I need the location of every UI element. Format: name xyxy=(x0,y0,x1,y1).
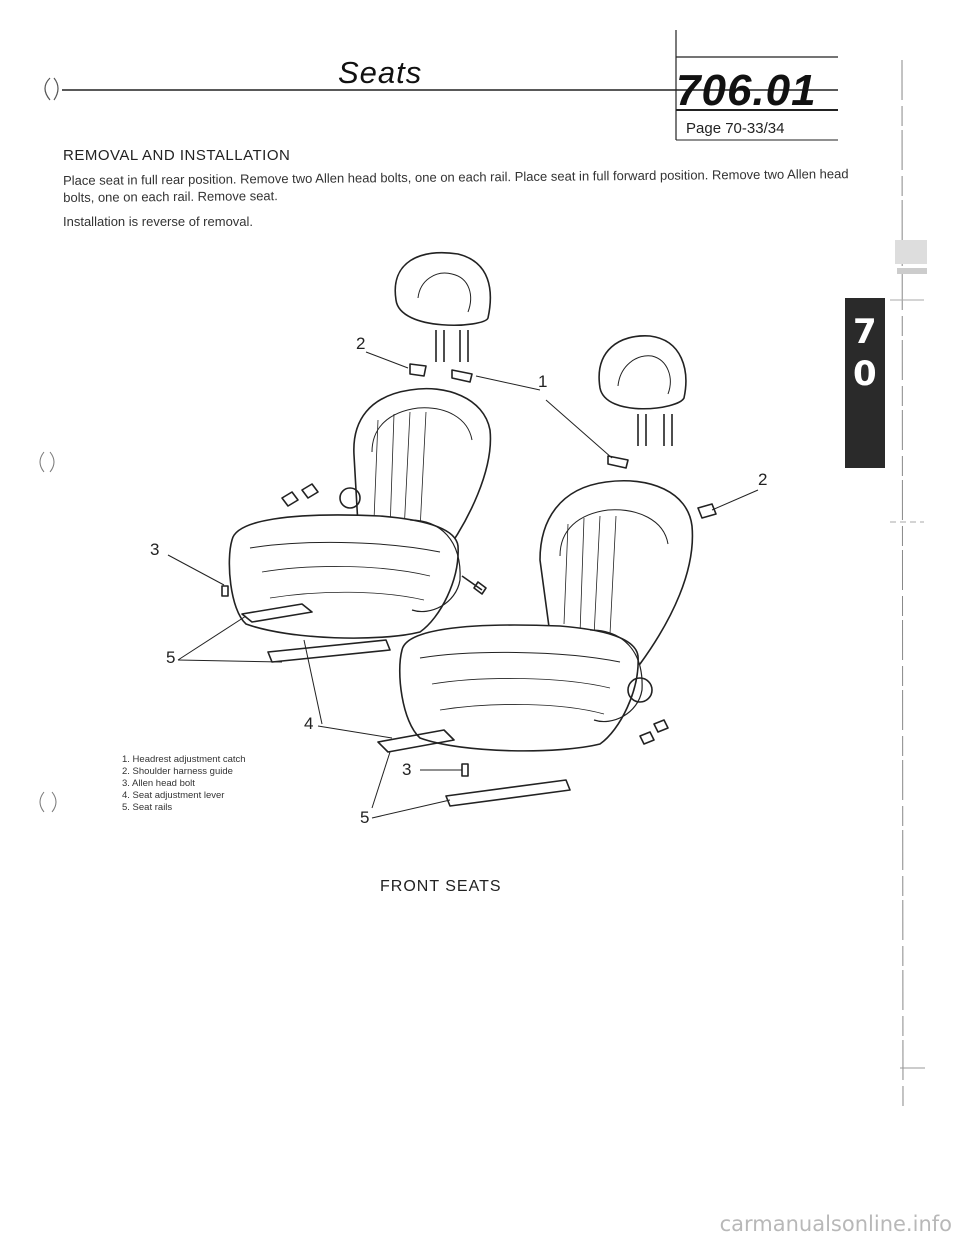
callout-2-top: 2 xyxy=(356,334,366,353)
callout-4: 4 xyxy=(304,714,314,733)
watermark: carmanualsonline.info xyxy=(719,1212,952,1236)
legend-item: 4. Seat adjustment lever xyxy=(122,790,225,801)
legend-item: 1. Headrest adjustment catch xyxy=(122,754,246,765)
callout-3-left: 3 xyxy=(150,540,160,559)
tab-digit-7: 7 xyxy=(853,312,877,352)
figure-legend: 1. Headrest adjustment catch 2. Shoulder… xyxy=(122,754,246,814)
figure-caption: FRONT SEATS xyxy=(380,878,502,895)
callout-3-bottom: 3 xyxy=(402,760,412,779)
legend-item: 3. Allen head bolt xyxy=(122,778,195,789)
procedure-paragraph: Place seat in full rear position. Remove… xyxy=(63,166,849,205)
callout-2-right: 2 xyxy=(758,470,768,489)
section-tab: 7 0 xyxy=(845,298,885,468)
callout-5-bottom: 5 xyxy=(360,808,370,827)
page-reference: Page 70-33/34 xyxy=(686,120,785,137)
tab-digit-0: 0 xyxy=(853,354,877,394)
legend-item: 2. Shoulder harness guide xyxy=(122,766,233,777)
legend-item: 5. Seat rails xyxy=(122,802,173,813)
section-number: 706.01 xyxy=(676,66,817,115)
callout-5-left: 5 xyxy=(166,648,176,667)
page-title: Seats xyxy=(338,55,423,90)
callout-1: 1 xyxy=(538,372,548,391)
procedure-heading: REMOVAL AND INSTALLATION xyxy=(63,147,291,164)
installation-note: Installation is reverse of removal. xyxy=(63,214,254,229)
